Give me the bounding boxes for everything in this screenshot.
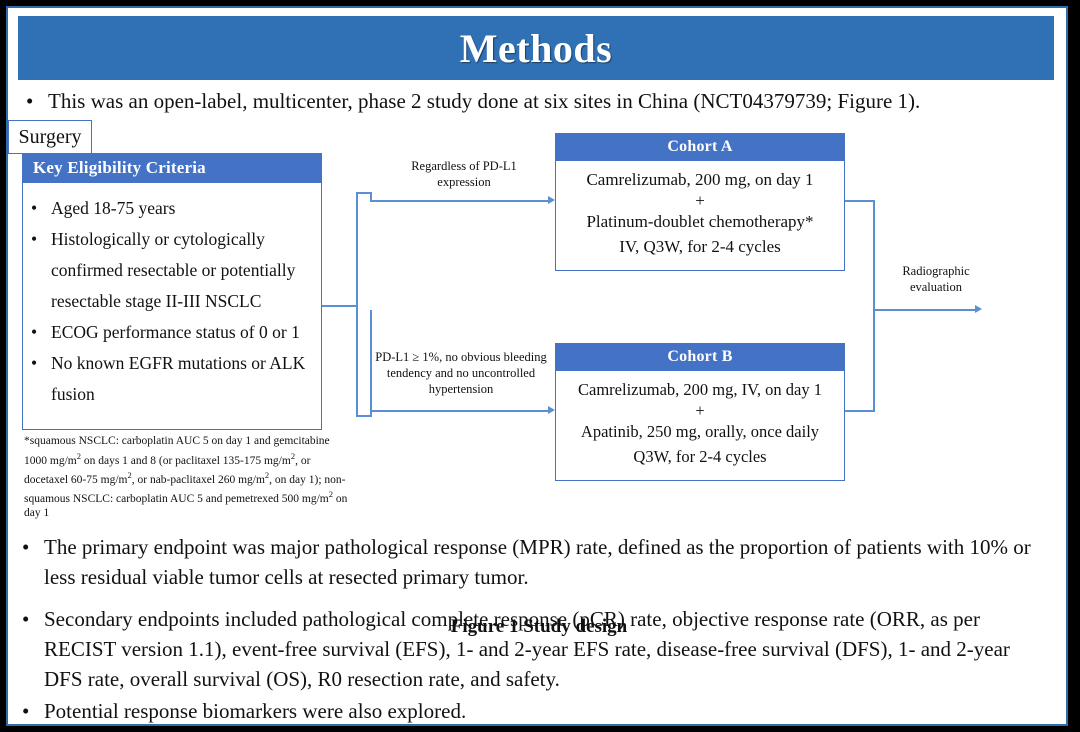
connector-label-top: Regardless of PD-L1 expression — [411, 159, 517, 189]
cohort-b-line: Q3W, for 2-4 cycles — [633, 447, 767, 466]
list-item-label: Histologically or cytologically confirme… — [51, 229, 296, 311]
cohort-a-line: Camrelizumab, 200 mg, on day 1 — [586, 170, 814, 189]
cohort-a-box: Cohort A Camrelizumab, 200 mg, on day 1 … — [555, 133, 845, 271]
list-item: • Aged 18-75 years — [31, 193, 313, 224]
bullet-primary-endpoint: • The primary endpoint was major patholo… — [22, 532, 1052, 592]
bullet-marker: • — [31, 322, 38, 342]
bullet-marker: • — [31, 353, 38, 373]
list-item: • Histologically or cytologically confir… — [31, 224, 313, 317]
bullet-marker: • — [22, 607, 30, 631]
cohort-b-header: Cohort B — [556, 344, 844, 371]
cohort-a-line: Platinum-doublet chemotherapy* — [586, 212, 814, 231]
arrow-head-icon — [975, 305, 982, 313]
surgery-box: Surgery — [8, 120, 92, 154]
eligibility-list: • Aged 18-75 years • Histologically or c… — [23, 183, 321, 410]
list-item: • No known EGFR mutations or ALK fusion — [31, 348, 313, 410]
connector-line — [370, 192, 372, 202]
connector-line — [356, 305, 358, 417]
connector-label-bottom: PD-L1 ≥ 1%, no obvious bleeding tendency… — [375, 350, 547, 396]
list-item-label: ECOG performance status of 0 or 1 — [51, 322, 300, 342]
page-title: Methods — [459, 25, 613, 71]
intro-bullet: • This was an open-label, multicenter, p… — [26, 86, 1046, 116]
connector-line — [356, 192, 358, 306]
cohort-a-line: + — [695, 191, 705, 210]
connector-line — [845, 200, 875, 202]
bullet-marker: • — [26, 89, 34, 113]
bullet-marker: • — [22, 699, 30, 723]
arrow-head-icon — [548, 196, 555, 204]
bullet-biomarkers: • Potential response biomarkers were als… — [22, 696, 1052, 724]
eligibility-box: Key Eligibility Criteria • Aged 18-75 ye… — [22, 153, 322, 430]
bullet-marker: • — [22, 535, 30, 559]
cohort-b-line: Camrelizumab, 200 mg, IV, on day 1 — [578, 380, 822, 399]
chemotherapy-footnote: *squamous NSCLC: carboplatin AUC 5 on da… — [24, 435, 348, 520]
connector-line — [845, 410, 875, 412]
connector-line — [322, 305, 358, 307]
eligibility-header: Key Eligibility Criteria — [23, 154, 321, 183]
list-item-label: Aged 18-75 years — [51, 198, 176, 218]
connector-line — [370, 310, 372, 416]
cohort-a-body: Camrelizumab, 200 mg, on day 1 + Platinu… — [556, 161, 844, 267]
bullet-biomarkers-text: Potential response biomarkers were also … — [44, 699, 467, 723]
bullet-secondary-endpoints: • Secondary endpoints included pathologi… — [22, 604, 1052, 694]
connector-label-radiographic: Radiographic evaluation — [902, 264, 970, 294]
arrow-head-icon — [548, 406, 555, 414]
bullet-secondary-endpoints-text: Secondary endpoints included pathologica… — [44, 607, 1010, 691]
connector-line — [356, 415, 372, 417]
cohort-b-line: Apatinib, 250 mg, orally, once daily — [580, 422, 820, 441]
cohort-a-header: Cohort A — [556, 134, 844, 161]
connector-line — [370, 410, 550, 412]
slide-title-bar: Methods — [18, 16, 1054, 80]
connector-line — [873, 200, 875, 412]
connector-line — [873, 309, 977, 311]
list-item-label: No known EGFR mutations or ALK fusion — [51, 353, 306, 404]
bullet-marker: • — [31, 229, 38, 249]
slide-canvas: Methods • This was an open-label, multic… — [6, 6, 1068, 726]
bullet-marker: • — [31, 198, 38, 218]
connector-line — [370, 200, 550, 202]
study-design-figure: Key Eligibility Criteria • Aged 18-75 ye… — [8, 120, 1066, 637]
connector-line — [356, 192, 372, 194]
cohort-b-box: Cohort B Camrelizumab, 200 mg, IV, on da… — [555, 343, 845, 481]
cohort-b-body: Camrelizumab, 200 mg, IV, on day 1 + Apa… — [556, 371, 844, 477]
cohort-a-line: IV, Q3W, for 2-4 cycles — [619, 237, 781, 256]
figure-caption: Figure 1 Study design — [450, 616, 628, 637]
bullet-primary-endpoint-text: The primary endpoint was major pathologi… — [44, 535, 1031, 589]
list-item: • ECOG performance status of 0 or 1 — [31, 317, 313, 348]
intro-bullet-text: This was an open-label, multicenter, pha… — [48, 89, 921, 113]
cohort-b-line: + — [695, 401, 705, 420]
